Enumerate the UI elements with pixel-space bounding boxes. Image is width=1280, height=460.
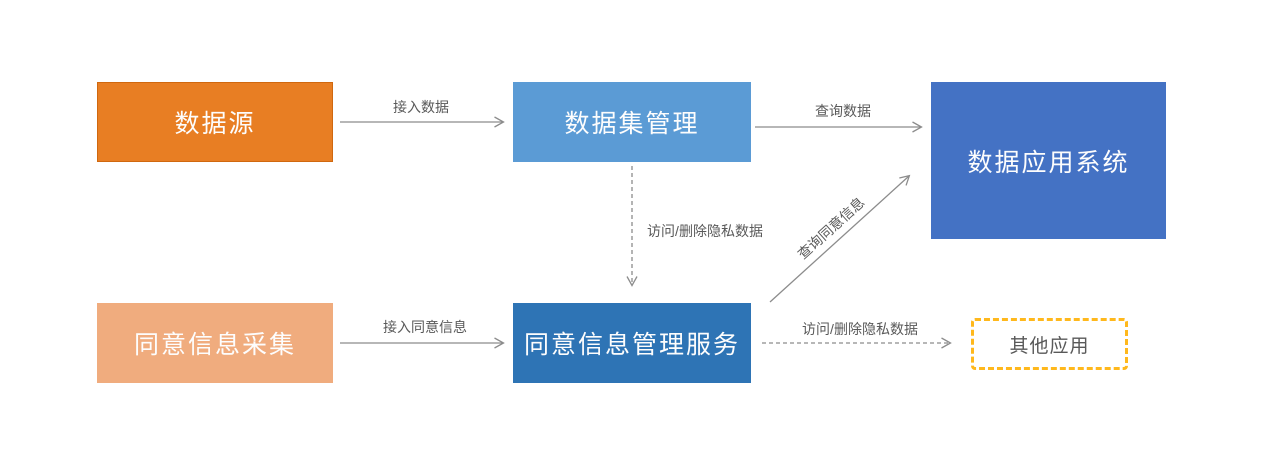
edge-label-query-data: 查询数据: [815, 103, 871, 119]
node-data-source: 数据源: [97, 82, 333, 162]
edge-label-access-data: 接入数据: [393, 99, 449, 115]
node-dataset-management-label: 数据集管理: [564, 110, 700, 138]
edge-label-access-delete-private-data-down: 访问/删除隐私数据: [647, 223, 763, 239]
edge-label-access-consent-info: 接入同意信息: [383, 319, 467, 335]
node-consent-info-management-service: 同意信息管理服务: [513, 303, 751, 383]
node-consent-info-collection-label: 同意信息采集: [133, 331, 296, 359]
edge-group: [340, 116, 952, 349]
node-consent-info-management-service-label: 同意信息管理服务: [523, 331, 740, 359]
edge-label-access-delete-private-data-right: 访问/删除隐私数据: [802, 321, 918, 337]
node-dataset-management: 数据集管理: [513, 82, 751, 162]
node-other-applications: 其他应用: [971, 318, 1128, 370]
node-data-application-system-label: 数据应用系统: [967, 148, 1130, 177]
edge-query-consent-line: [769, 174, 911, 303]
node-other-applications-label: 其他应用: [1009, 335, 1090, 357]
node-consent-info-collection: 同意信息采集: [97, 303, 333, 383]
node-data-source-label: 数据源: [174, 110, 256, 138]
node-data-application-system: 数据应用系统: [931, 82, 1166, 239]
